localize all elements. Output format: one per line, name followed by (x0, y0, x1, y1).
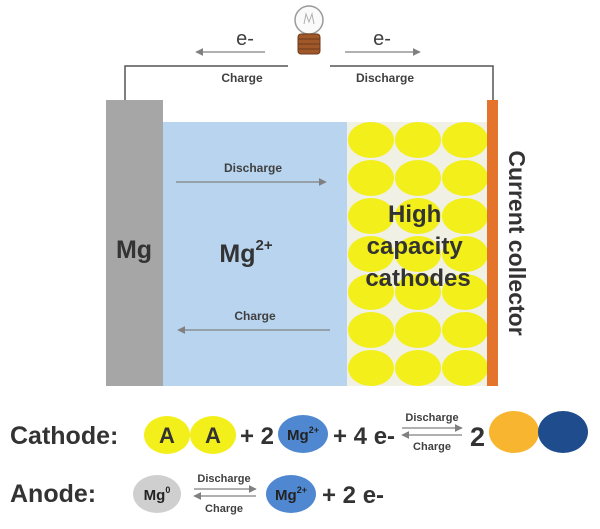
electrolyte-discharge-label: Discharge (224, 161, 282, 175)
cathode-particle (348, 122, 394, 158)
circuit-wire (124, 65, 494, 100)
circuit-discharge-label: Discharge (356, 71, 414, 85)
cathode-particle (395, 160, 441, 196)
reactant-a1 (144, 416, 190, 454)
cathode-particle (442, 350, 488, 386)
current-collector-label: Current collector (504, 150, 530, 335)
electrolyte-charge-label: Charge (234, 309, 276, 323)
anode-mg0 (133, 475, 181, 513)
cathode-particle (348, 160, 394, 196)
cathode-particle (395, 350, 441, 386)
anode-mg-ion (266, 475, 316, 513)
cathode-plus-4e: + 4 e- (333, 423, 395, 450)
cathode-particle (395, 198, 441, 234)
cathode-particle (442, 198, 488, 234)
light-bulb-icon (294, 5, 324, 55)
cathode-particle (442, 312, 488, 348)
electron-label-right: e- (373, 28, 391, 50)
cathode-particle (442, 274, 488, 310)
cathode-text: High capacity cathodes (365, 201, 470, 292)
cathode-mg-ion (278, 415, 328, 453)
cathode-plus-2: + 2 (240, 423, 274, 450)
anode-mg0-label: Mg0 (144, 485, 171, 504)
reactant-a1-label: A (159, 423, 175, 448)
product-navy (538, 411, 588, 453)
cathode-particle (395, 122, 441, 158)
cathode-product-coeff: 2 (470, 422, 485, 452)
anode-plus-2e: + 2 e- (322, 482, 384, 509)
electron-label-left: e- (236, 28, 254, 50)
cathode-particle (348, 236, 394, 272)
product-orange (489, 411, 539, 453)
reactant-a2-label: A (205, 423, 221, 448)
cathode-eq-label: Cathode: (10, 422, 118, 450)
cathode-particle (348, 198, 394, 234)
cathode-particle (348, 274, 394, 310)
anode-eq-label: Anode: (10, 480, 96, 508)
electrolyte (163, 122, 347, 386)
cathode-particle (395, 236, 441, 272)
anode-mg (106, 100, 163, 386)
cathode-mg-ion-label: Mg2+ (287, 425, 319, 444)
cathode-particle (395, 312, 441, 348)
electrolyte-ion-label: Mg2+ (219, 237, 272, 268)
cathode-particle (348, 312, 394, 348)
cathode-particle (442, 160, 488, 196)
anode-eq-charge: Charge (205, 503, 243, 515)
cathode-particle (395, 274, 441, 310)
cathode-particle (442, 122, 488, 158)
cathode-eq-discharge: Discharge (405, 412, 458, 424)
anode-eq-discharge: Discharge (197, 473, 250, 485)
anode-label: Mg (116, 236, 152, 264)
current-collector (487, 100, 498, 386)
cathode-eq-charge: Charge (413, 441, 451, 453)
cathode-particles (348, 122, 488, 386)
cathode-particle (348, 350, 394, 386)
reactant-a2 (190, 416, 236, 454)
anode-mg-ion-label: Mg2+ (275, 485, 307, 504)
circuit-charge-label: Charge (221, 71, 263, 85)
cathode-particle (442, 236, 488, 272)
